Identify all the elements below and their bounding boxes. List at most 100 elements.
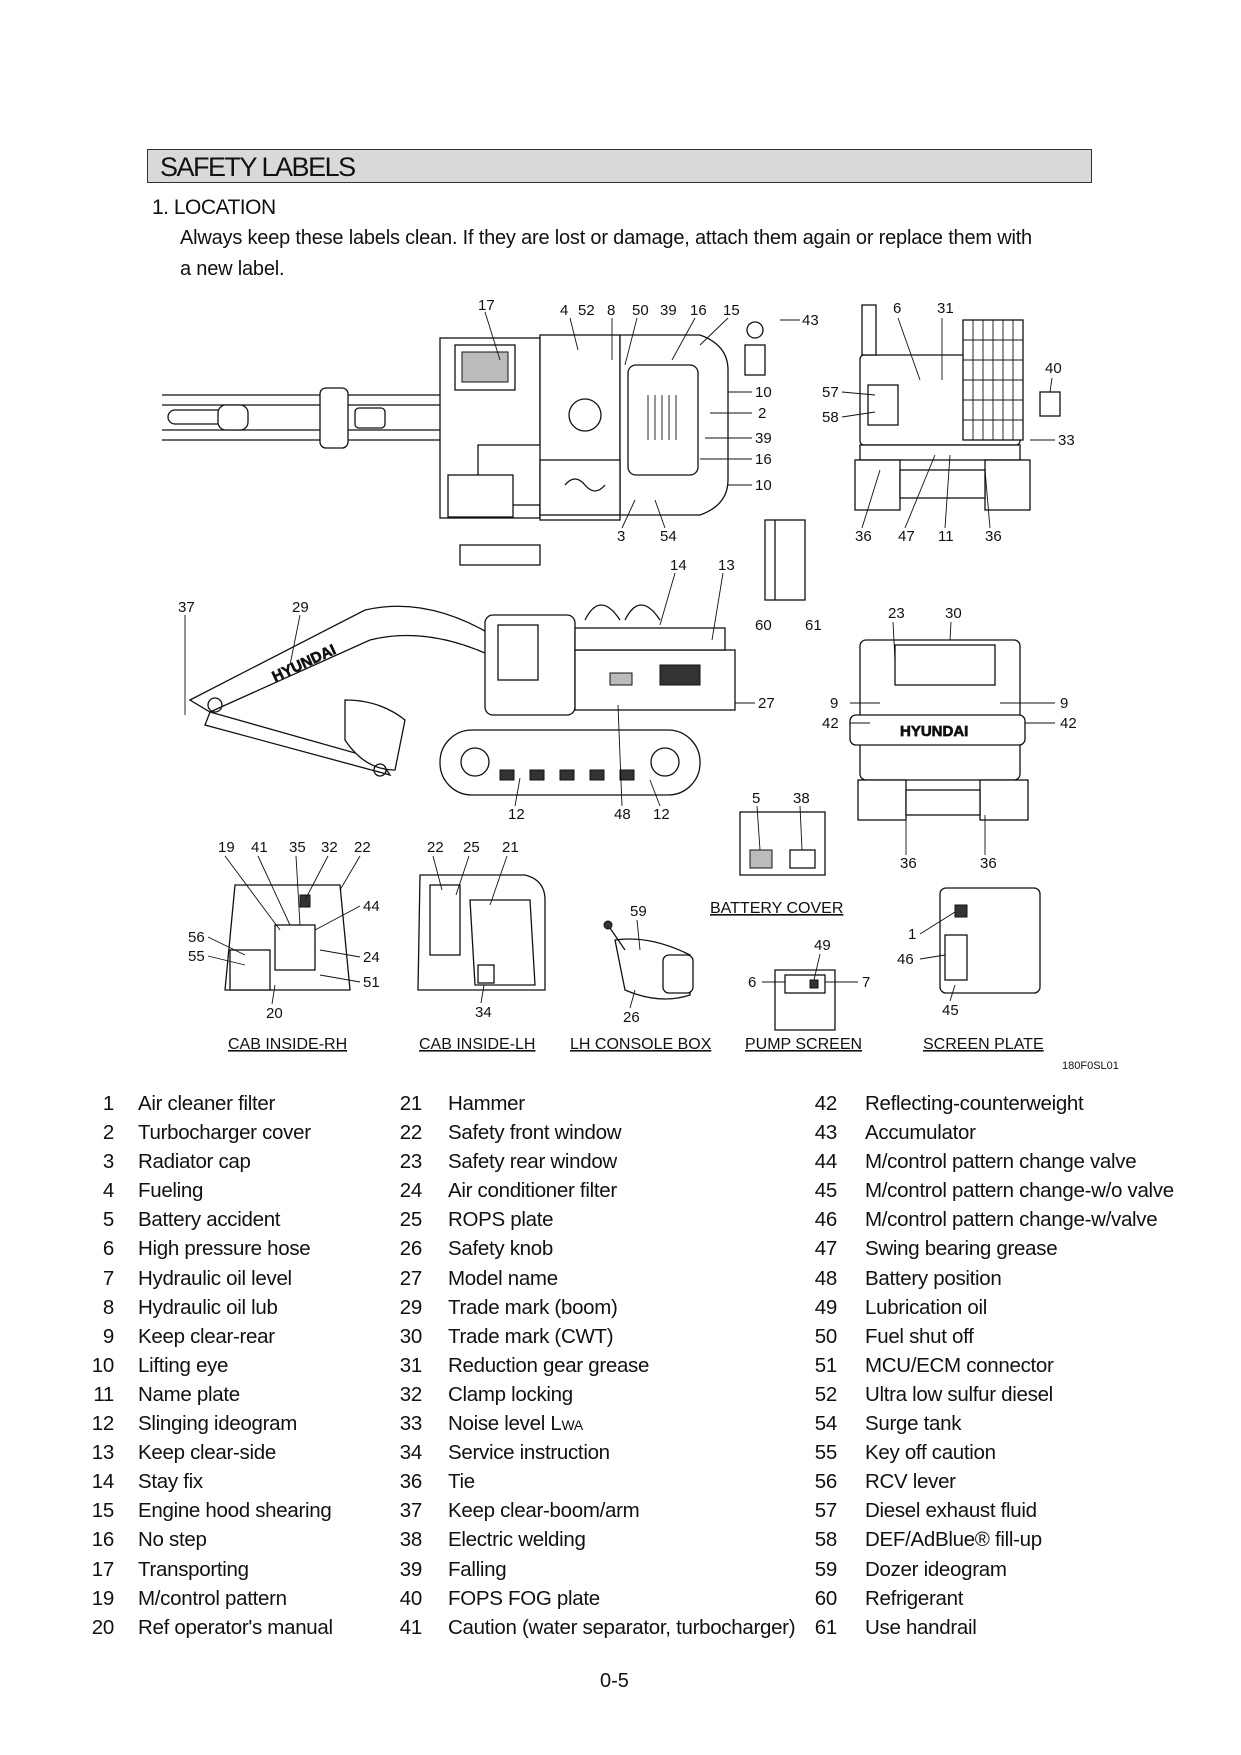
legend-number: 59 (814, 1557, 838, 1581)
callout-number: 16 (755, 451, 772, 468)
callout-number: 10 (755, 477, 772, 494)
legend-number: 24 (399, 1179, 423, 1203)
legend-number: 48 (814, 1266, 838, 1290)
rear-view-top-drawing (854, 304, 1061, 511)
legend-label: Safety rear window (448, 1150, 617, 1174)
side-view-callouts: 14 13 60 61 37 29 27 12 48 12 (178, 519, 822, 823)
legend-number: 56 (814, 1470, 838, 1494)
callout-number: 57 (822, 384, 839, 401)
legend-label: Dozer ideogram (865, 1557, 1007, 1581)
legend-item: 16 No step (74, 1528, 434, 1557)
callout-number: 31 (937, 300, 954, 317)
callout-number: 19 (218, 839, 235, 856)
section-header: SAFETY LABELS (147, 149, 1092, 183)
legend-number: 7 (102, 1266, 114, 1290)
cab-inside-rh-drawing: 19 41 35 32 22 44 56 55 24 51 20 CAB INS… (188, 839, 380, 1053)
legend-label: Refrigerant (865, 1586, 964, 1610)
screen-plate-drawing: 1 46 45 SCREEN PLATE (897, 887, 1044, 1053)
callout-number: 17 (478, 297, 495, 314)
legend-number: 55 (814, 1441, 838, 1465)
callout-number: 22 (427, 839, 444, 856)
legend-label: DEF/AdBlue® fill-up (865, 1528, 1042, 1552)
legend-number: 27 (399, 1266, 423, 1290)
battery-cover-caption: BATTERY COVER (710, 900, 843, 917)
legend-number: 22 (399, 1121, 423, 1145)
top-view-callouts: 17 4 52 8 50 39 16 15 43 10 2 39 16 10 3… (478, 297, 819, 545)
callout-number: 13 (718, 557, 735, 574)
legend-number: 46 (814, 1208, 838, 1232)
callout-number: 60 (755, 617, 772, 634)
legend-label: MCU/ECM connector (865, 1353, 1054, 1377)
legend-label: Lubrication oil (865, 1295, 987, 1319)
legend-number: 44 (814, 1150, 838, 1174)
legend-label: Turbocharger cover (138, 1121, 311, 1145)
legend-label: Safety knob (448, 1237, 553, 1261)
callout-number: 34 (475, 1004, 492, 1021)
callout-number: 9 (830, 695, 838, 712)
callout-number: 1 (908, 926, 916, 943)
callout-number: 7 (862, 974, 870, 991)
callout-number: 5 (752, 790, 760, 807)
callout-number: 29 (292, 599, 309, 616)
callout-number: 36 (985, 528, 1002, 545)
callout-number: 23 (888, 605, 905, 622)
callout-number: 48 (614, 806, 631, 823)
legend-number: 39 (399, 1557, 423, 1581)
callout-number: 36 (855, 528, 872, 545)
legend-label: ROPS plate (448, 1208, 554, 1232)
callout-number: 11 (938, 528, 954, 545)
legend-label: Accumulator (865, 1121, 976, 1145)
legend-label: Model name (448, 1266, 558, 1290)
callout-number: 50 (632, 302, 649, 319)
legend-number: 34 (399, 1441, 423, 1465)
legend-label: Air conditioner filter (448, 1179, 617, 1203)
legend-label: No step (138, 1528, 207, 1552)
legend-label: Keep clear-boom/arm (448, 1499, 640, 1523)
legend-label: Radiator cap (138, 1150, 251, 1174)
legend-number: 40 (399, 1586, 423, 1610)
legend-number: 51 (814, 1353, 838, 1377)
legend-number: 16 (91, 1528, 115, 1552)
battery-cover-drawing: 5 38 BATTERY COVER (710, 790, 843, 917)
legend-label: Ultra low sulfur diesel (865, 1382, 1053, 1406)
legend-label: Hammer (448, 1092, 525, 1115)
legend-label: Hydraulic oil level (138, 1266, 292, 1290)
callout-number: 61 (805, 617, 822, 634)
legend-label: Tie (448, 1470, 475, 1494)
callout-number: 20 (266, 1005, 283, 1022)
callout-number: 42 (822, 715, 839, 732)
callout-number: 55 (188, 948, 205, 965)
legend-number: 61 (814, 1615, 838, 1639)
legend-number: 45 (814, 1179, 838, 1203)
legend-label: Lifting eye (138, 1353, 229, 1377)
lh-console-drawing: 59 26 LH CONSOLE BOX (570, 903, 712, 1053)
callout-number: 12 (653, 806, 670, 823)
legend-number: 60 (814, 1586, 838, 1610)
legend-label: M/control pattern change-w/valve (865, 1208, 1158, 1232)
callout-number: 59 (630, 903, 647, 920)
sound-power-subscript: WA (561, 1417, 583, 1434)
legend-label: Diesel exhaust fluid (865, 1499, 1037, 1523)
legend-number: 2 (102, 1121, 114, 1145)
legend-number: 49 (814, 1295, 838, 1319)
legend-number: 31 (399, 1353, 423, 1377)
callout-number: 26 (623, 1009, 640, 1026)
